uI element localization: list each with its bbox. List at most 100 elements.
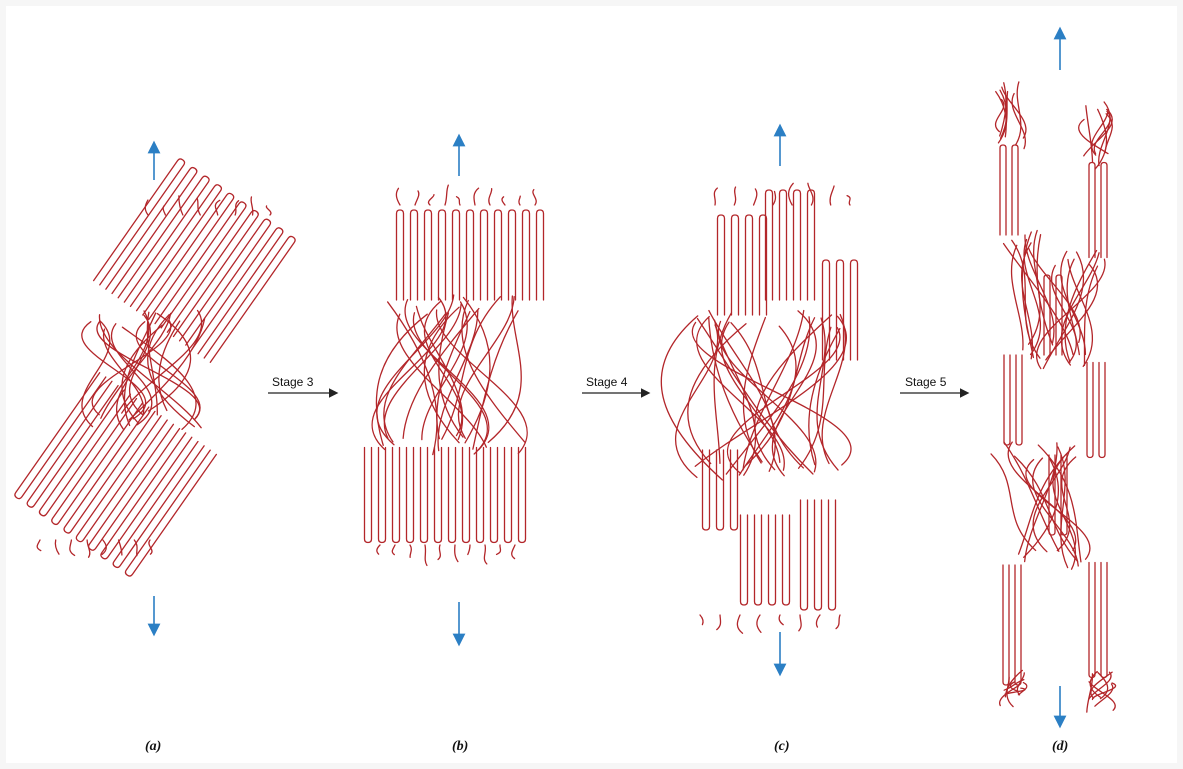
lamella-strand	[409, 209, 419, 301]
tie-chain	[98, 314, 202, 429]
tie-chain	[1085, 105, 1094, 164]
chain-end	[807, 182, 814, 206]
lamella-strand	[493, 209, 503, 301]
chain-end	[716, 614, 722, 631]
lamella-strand	[38, 389, 132, 517]
stage-4-transition: Stage 4	[582, 375, 651, 398]
tie-chain	[415, 305, 464, 440]
tie-chain	[687, 323, 747, 465]
lamella-strand	[433, 446, 443, 544]
lamella-strand	[395, 209, 405, 301]
tie-chain	[461, 299, 526, 443]
tie-chain	[487, 295, 522, 444]
lamella-strand	[391, 446, 401, 544]
tie-chain	[994, 98, 1005, 133]
lamella-strand	[461, 446, 471, 544]
tie-chain	[1021, 242, 1034, 360]
tie-chain	[708, 309, 776, 472]
lamella-strand	[437, 209, 447, 301]
tie-chain	[441, 296, 502, 440]
chain-end	[467, 544, 471, 556]
tie-chain	[121, 309, 203, 414]
lamella-strand	[475, 446, 485, 544]
lamella-strand	[465, 209, 475, 301]
tie-chain	[423, 306, 460, 444]
tie-chain	[708, 316, 763, 463]
tie-chain	[696, 317, 814, 475]
tie-chain	[998, 684, 1020, 707]
chain-end	[395, 187, 401, 206]
lamella-strand	[419, 446, 429, 544]
lamella-strand	[451, 209, 461, 301]
lamella-strand	[124, 449, 218, 577]
tie-chain	[999, 82, 1007, 137]
chain-end	[117, 539, 123, 556]
chain-end	[798, 614, 802, 632]
chain-end	[756, 614, 762, 634]
tie-chain	[821, 313, 846, 465]
lamella-strand	[92, 158, 186, 286]
panel-c-drawing	[660, 182, 859, 634]
tie-chain	[1094, 683, 1114, 707]
chain-end	[846, 194, 851, 206]
lamella-strand	[405, 446, 415, 544]
chain-end	[835, 614, 841, 630]
lamella-strand	[363, 446, 373, 544]
chain-end	[713, 187, 718, 206]
stage-3-transition: Stage 3	[268, 375, 339, 398]
tie-chain	[660, 315, 724, 481]
lamella-strand	[1011, 144, 1019, 236]
lamella-strand	[203, 235, 296, 363]
lamella-strand	[821, 259, 831, 361]
tie-chain	[1060, 250, 1087, 356]
lamella-strand	[1002, 564, 1010, 686]
tie-chain	[730, 322, 805, 469]
tie-chain	[1032, 446, 1071, 553]
lamella-strand	[100, 432, 193, 560]
tie-chain	[1003, 441, 1060, 552]
lamella-strand	[423, 209, 433, 301]
chain-end	[752, 188, 758, 206]
tie-chain	[725, 316, 811, 475]
lamella-strand	[154, 201, 247, 329]
lamella-strand	[716, 214, 726, 316]
tie-chain	[797, 326, 832, 469]
tie-chain	[396, 313, 487, 448]
tie-chain	[1015, 81, 1022, 146]
tie-chain	[81, 321, 147, 420]
lamella-strand	[507, 209, 517, 301]
lamella-strand	[729, 449, 739, 531]
tie-chain	[436, 309, 528, 455]
tie-chain	[694, 315, 847, 467]
lamella-strand	[999, 144, 1007, 236]
lamella-strand	[715, 449, 725, 531]
tie-chain	[742, 316, 767, 464]
tie-chain	[129, 314, 151, 416]
lamella-strand	[1043, 274, 1051, 356]
panel-b-drawing	[363, 184, 545, 567]
tie-chain	[96, 321, 200, 419]
lamella-strand	[778, 189, 788, 301]
tie-chain	[1016, 672, 1025, 696]
lamella-strand	[489, 446, 499, 544]
stage-5-label: Stage 5	[905, 375, 947, 389]
tie-chain	[1088, 681, 1116, 711]
chain-end	[196, 197, 201, 216]
tie-chain	[816, 317, 839, 471]
lamella-strand	[827, 499, 837, 611]
lamella-strand	[51, 397, 144, 526]
tie-chain	[371, 296, 447, 451]
tie-chain	[376, 294, 455, 446]
tie-chain	[1088, 671, 1112, 700]
lamella-strand	[517, 446, 527, 544]
tie-chain	[726, 327, 841, 474]
tie-chain	[713, 312, 733, 464]
tie-chain	[1023, 442, 1058, 563]
panel-d-drawing	[990, 81, 1116, 713]
tie-chain	[742, 309, 805, 471]
tie-chain	[383, 312, 447, 443]
lamella-strand	[1100, 161, 1108, 259]
tie-chain	[1067, 258, 1094, 368]
